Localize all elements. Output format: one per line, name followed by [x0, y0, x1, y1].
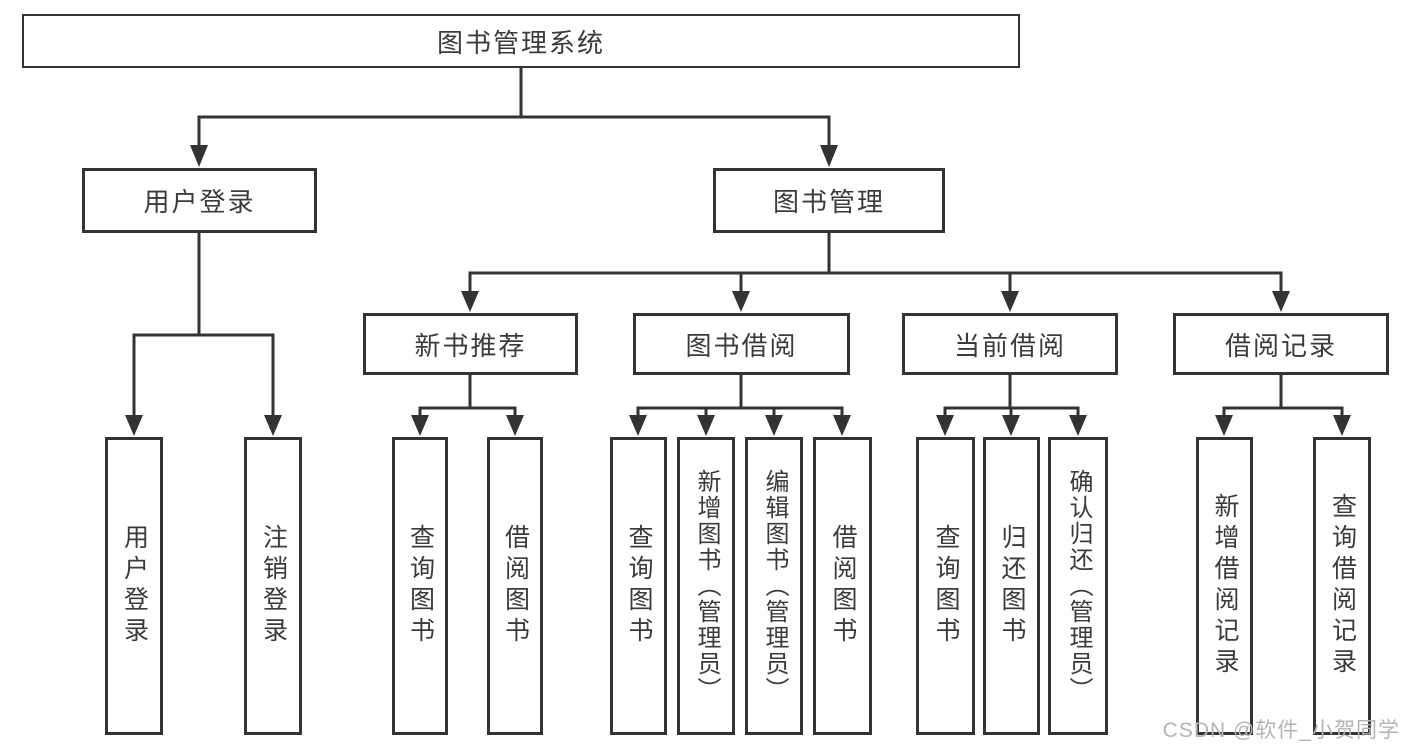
leaf-user-login: 用户登录	[105, 437, 163, 735]
node-current-borrowing: 当前借阅	[902, 313, 1118, 375]
leaf-label: 归还图书	[998, 524, 1026, 648]
leaf-label: 注销登录	[259, 524, 288, 648]
node-book-management-branch: 图书管理	[713, 168, 945, 233]
node-label: 用户登录	[143, 187, 256, 217]
node-label: 当前借阅	[953, 330, 1066, 361]
leaf-add-books-admin: 新增图书（管理员）	[677, 437, 735, 735]
leaf-borrowing-query-books: 查询图书	[610, 437, 667, 735]
leaf-recommend-query-books: 查询图书	[392, 437, 448, 735]
node-label: 图书管理	[772, 187, 885, 217]
leaf-edit-books-admin: 编辑图书（管理员）	[745, 437, 803, 735]
leaf-recommend-borrow-books: 借阅图书	[487, 437, 543, 735]
leaf-label: 借阅图书	[501, 524, 530, 648]
leaf-confirm-return-admin: 确认归还（管理员）	[1048, 437, 1108, 735]
node-borrowing-records: 借阅记录	[1173, 313, 1389, 375]
node-label: 图书借阅	[685, 330, 798, 361]
node-label: 新书推荐	[414, 330, 527, 361]
leaf-label: 编辑图书（管理员）	[761, 469, 788, 703]
node-new-book-recommend: 新书推荐	[363, 313, 578, 375]
leaf-return-books: 归还图书	[983, 437, 1040, 735]
leaf-borrowing-borrow-books: 借阅图书	[813, 437, 872, 735]
leaf-label: 查询图书	[625, 524, 653, 648]
leaf-label: 查询图书	[932, 524, 960, 648]
node-label: 借阅记录	[1224, 330, 1337, 361]
leaf-label: 用户登录	[120, 524, 149, 648]
leaf-label: 查询借阅记录	[1328, 493, 1357, 679]
leaf-label: 新增图书（管理员）	[693, 469, 720, 703]
leaf-label: 新增借阅记录	[1211, 493, 1239, 679]
node-label: 图书管理系统	[436, 27, 605, 58]
leaf-label: 确认归还（管理员）	[1065, 469, 1092, 703]
leaf-logout-login: 注销登录	[244, 437, 302, 735]
leaf-label: 查询图书	[406, 524, 435, 648]
csdn-watermark: CSDN @软件_小贺同学	[1162, 719, 1400, 742]
arrowheads	[125, 145, 1351, 436]
node-book-borrowing: 图书借阅	[633, 313, 850, 375]
leaf-query-borrow-record: 查询借阅记录	[1313, 437, 1371, 735]
leaf-add-borrow-record: 新增借阅记录	[1196, 437, 1253, 735]
leaf-label: 借阅图书	[829, 524, 857, 648]
leaf-current-query-books: 查询图书	[916, 437, 975, 735]
node-library-management-system: 图书管理系统	[22, 14, 1020, 68]
node-user-login-branch: 用户登录	[82, 168, 317, 233]
